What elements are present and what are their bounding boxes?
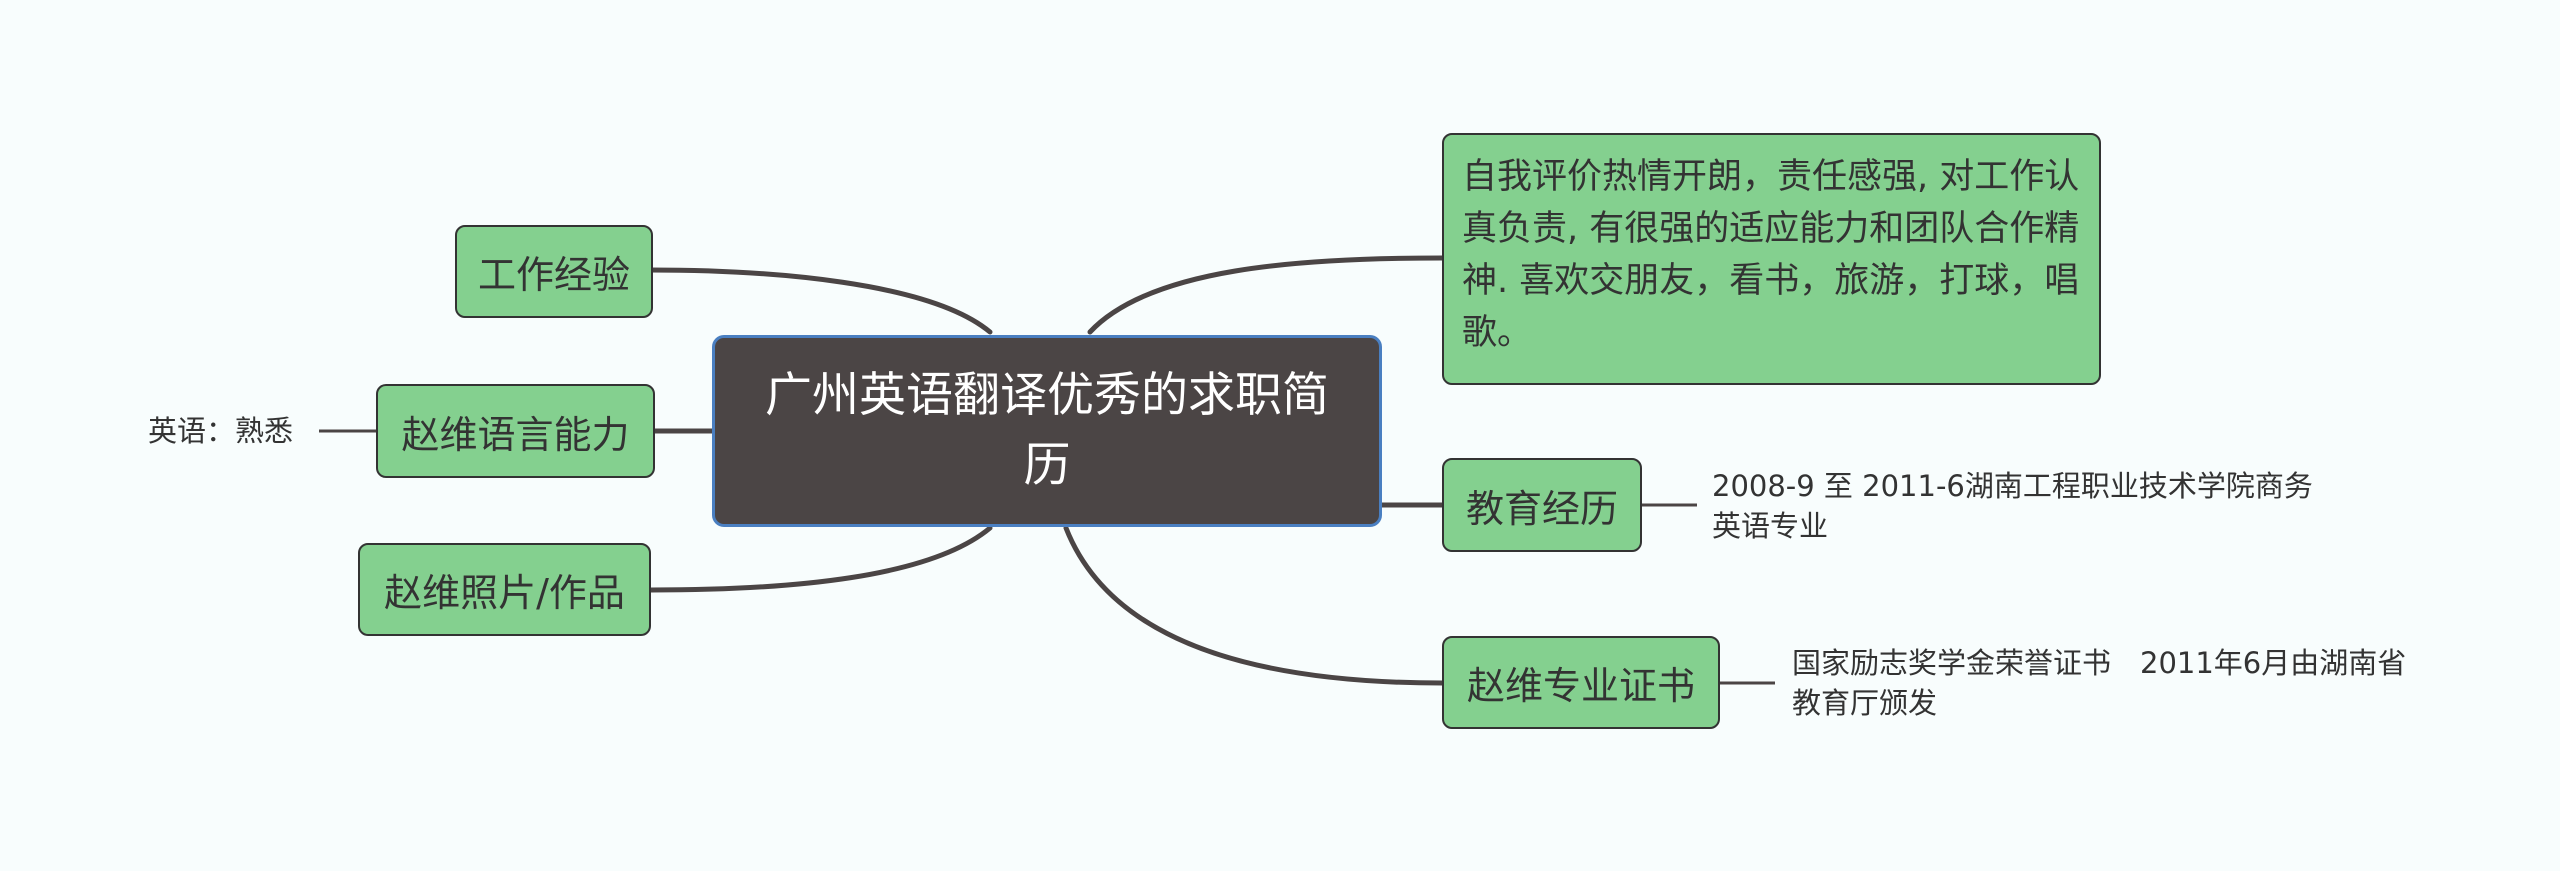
connector-self-eval — [1087, 255, 1445, 335]
leaf-certificate-detail[interactable]: 国家励志奖学金荣誉证书 2011年6月由湖南省教育厅颁发 — [1792, 646, 2407, 720]
branch-education[interactable]: 教育经历 — [1442, 458, 1642, 552]
connector-photo — [648, 525, 993, 593]
branch-photo-works[interactable]: 赵维照片/作品 — [358, 543, 651, 636]
leaf-language-english[interactable]: 英语：熟悉 — [148, 414, 294, 448]
connector-certificate — [1063, 525, 1445, 686]
branch-self-evaluation[interactable]: 自我评价热情开朗，责任感强, 对工作认真负责, 有很强的适应能力和团队合作精神.… — [1442, 133, 2101, 385]
leaf-education-detail[interactable]: 2008-9 至 2011-6湖南工程职业技术学院商务英语专业 — [1712, 469, 2313, 543]
branch-self-evaluation-text: 自我评价热情开朗，责任感强, 对工作认真负责, 有很强的适应能力和团队合作精神.… — [1462, 157, 2080, 353]
branch-language-ability[interactable]: 赵维语言能力 — [376, 384, 655, 478]
branch-certificate-label: 赵维专业证书 — [1466, 664, 1695, 708]
branch-language-ability-label: 赵维语言能力 — [401, 412, 630, 457]
branch-work-experience-label: 工作经验 — [477, 253, 630, 297]
branch-education-label: 教育经历 — [1465, 486, 1618, 531]
connector-work — [647, 267, 993, 335]
root-topic[interactable]: 广州英语翻译优秀的求职简历 — [712, 335, 1382, 527]
branch-work-experience[interactable]: 工作经验 — [455, 225, 653, 318]
branch-certificate[interactable]: 赵维专业证书 — [1442, 636, 1720, 729]
branch-photo-works-label: 赵维照片/作品 — [384, 571, 625, 615]
root-title: 广州英语翻译优秀的求职简历 — [765, 368, 1329, 493]
